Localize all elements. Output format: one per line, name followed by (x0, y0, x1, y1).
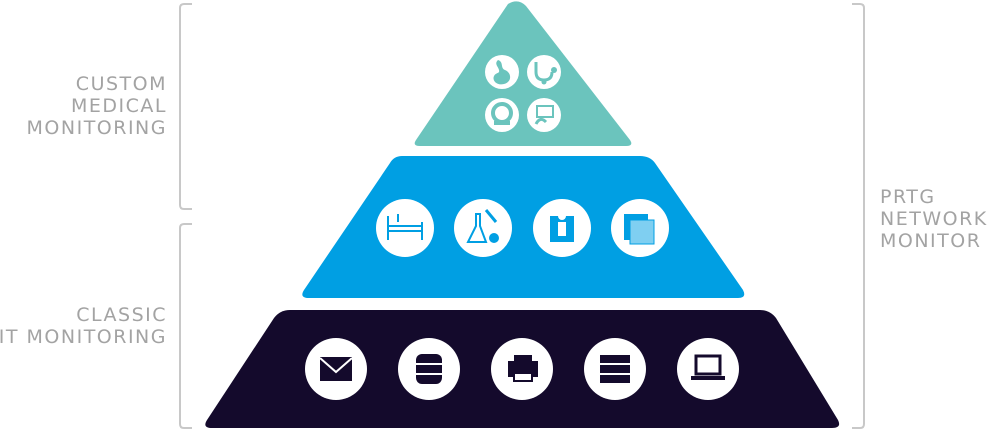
printer-icon (491, 338, 553, 400)
left-bottom-bracket (179, 223, 192, 429)
label-line: MEDICAL (71, 95, 167, 117)
right-bracket (852, 3, 865, 429)
custom-medical-monitoring-label: CUSTOM MEDICAL MONITORING (27, 73, 167, 139)
mri-scanner-icon (485, 98, 519, 132)
ultrasound-icon (527, 98, 561, 132)
hospital-bed-icon (376, 199, 434, 257)
prtg-network-monitor-label: PRTG NETWORK MONITOR (880, 186, 988, 252)
label-line: MONITOR (880, 230, 982, 252)
custom-medical-tier (414, 1, 632, 146)
classic-it-monitoring-label: CLASSIC IT MONITORING (0, 304, 167, 348)
lab-flask-icon (454, 199, 512, 257)
server-icon (584, 338, 646, 400)
xray-films-icon (611, 199, 669, 257)
laptop-icon (677, 338, 739, 400)
label-line: NETWORK (880, 208, 988, 230)
label-line: IT MONITORING (0, 326, 167, 348)
label-line: MONITORING (26, 117, 167, 139)
label-line: PRTG (880, 186, 936, 208)
database-icon (398, 338, 460, 400)
xray-person-icon (533, 199, 591, 257)
stomach-icon (485, 55, 519, 89)
medical-systems-tier (302, 156, 745, 298)
label-line: CLASSIC (76, 304, 167, 326)
mail-icon (305, 338, 367, 400)
label-line: CUSTOM (75, 73, 167, 95)
stethoscope-icon (527, 55, 561, 89)
left-top-bracket (179, 3, 192, 210)
